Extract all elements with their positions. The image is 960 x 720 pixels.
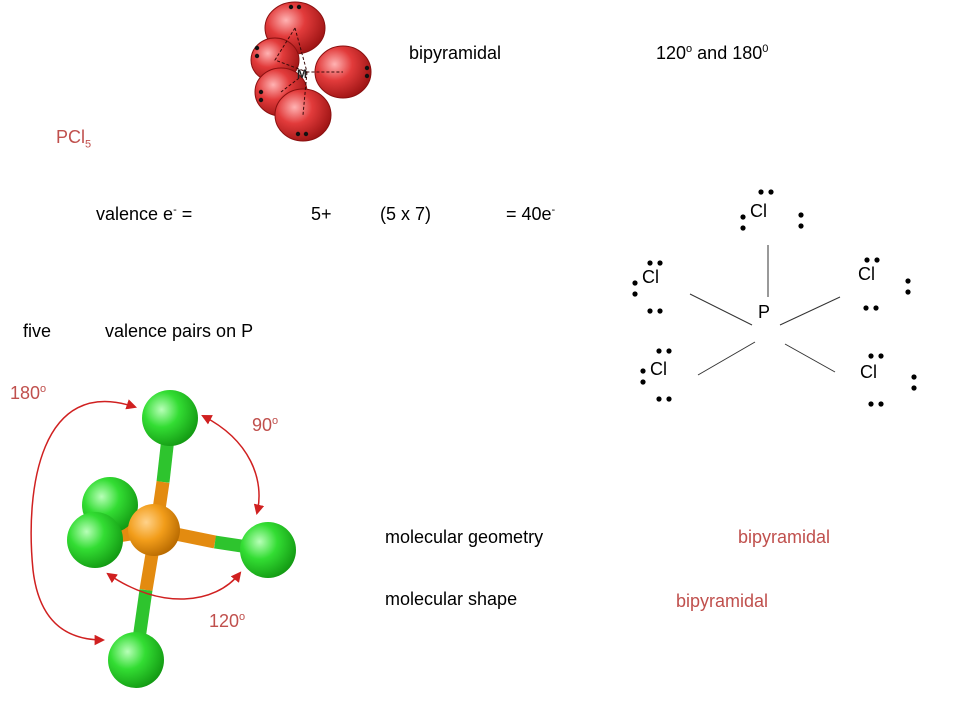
cl-left-label: Cl — [642, 267, 659, 287]
cl-lower-left-label: Cl — [650, 359, 667, 379]
arrow-180 — [30, 399, 137, 646]
bond-angles-top: 120o and 1800 — [656, 43, 769, 63]
valence-result: = 40e- — [506, 204, 556, 224]
valence-term2: (5 x 7) — [380, 204, 432, 224]
angle-180-label: 180o — [10, 383, 47, 403]
cl-lower-right-label: Cl — [860, 362, 877, 382]
electron-domain-model-icon: M — [250, 1, 372, 142]
arrow-90 — [201, 415, 265, 516]
domain-center-label: M — [297, 67, 307, 81]
molecular-geometry-value: bipyramidal — [738, 527, 831, 547]
arrow-120 — [106, 571, 242, 600]
lone-pair-dots — [632, 189, 917, 407]
pair-description: valence pairs on P — [105, 321, 254, 341]
angle-90-label: 90o — [252, 415, 279, 435]
ball-and-stick-model-icon — [30, 390, 296, 688]
geometry-name-top: bipyramidal — [409, 43, 502, 63]
molecular-geometry-label: molecular geometry — [385, 527, 544, 547]
angle-120-label: 120o — [209, 611, 246, 631]
molecular-shape-label: molecular shape — [385, 589, 518, 609]
central-atom-p: P — [758, 302, 770, 322]
pair-count: five — [23, 321, 52, 341]
molecular-shape-value: bipyramidal — [676, 591, 769, 611]
cl-right-label: Cl — [858, 264, 875, 284]
cl-top-label: Cl — [750, 201, 767, 221]
valence-term1: 5+ — [311, 204, 332, 224]
valence-label: valence e- = — [96, 204, 193, 224]
lewis-structure: P Cl Cl Cl Cl Cl — [632, 189, 917, 407]
formula: PCl5 — [56, 127, 92, 151]
